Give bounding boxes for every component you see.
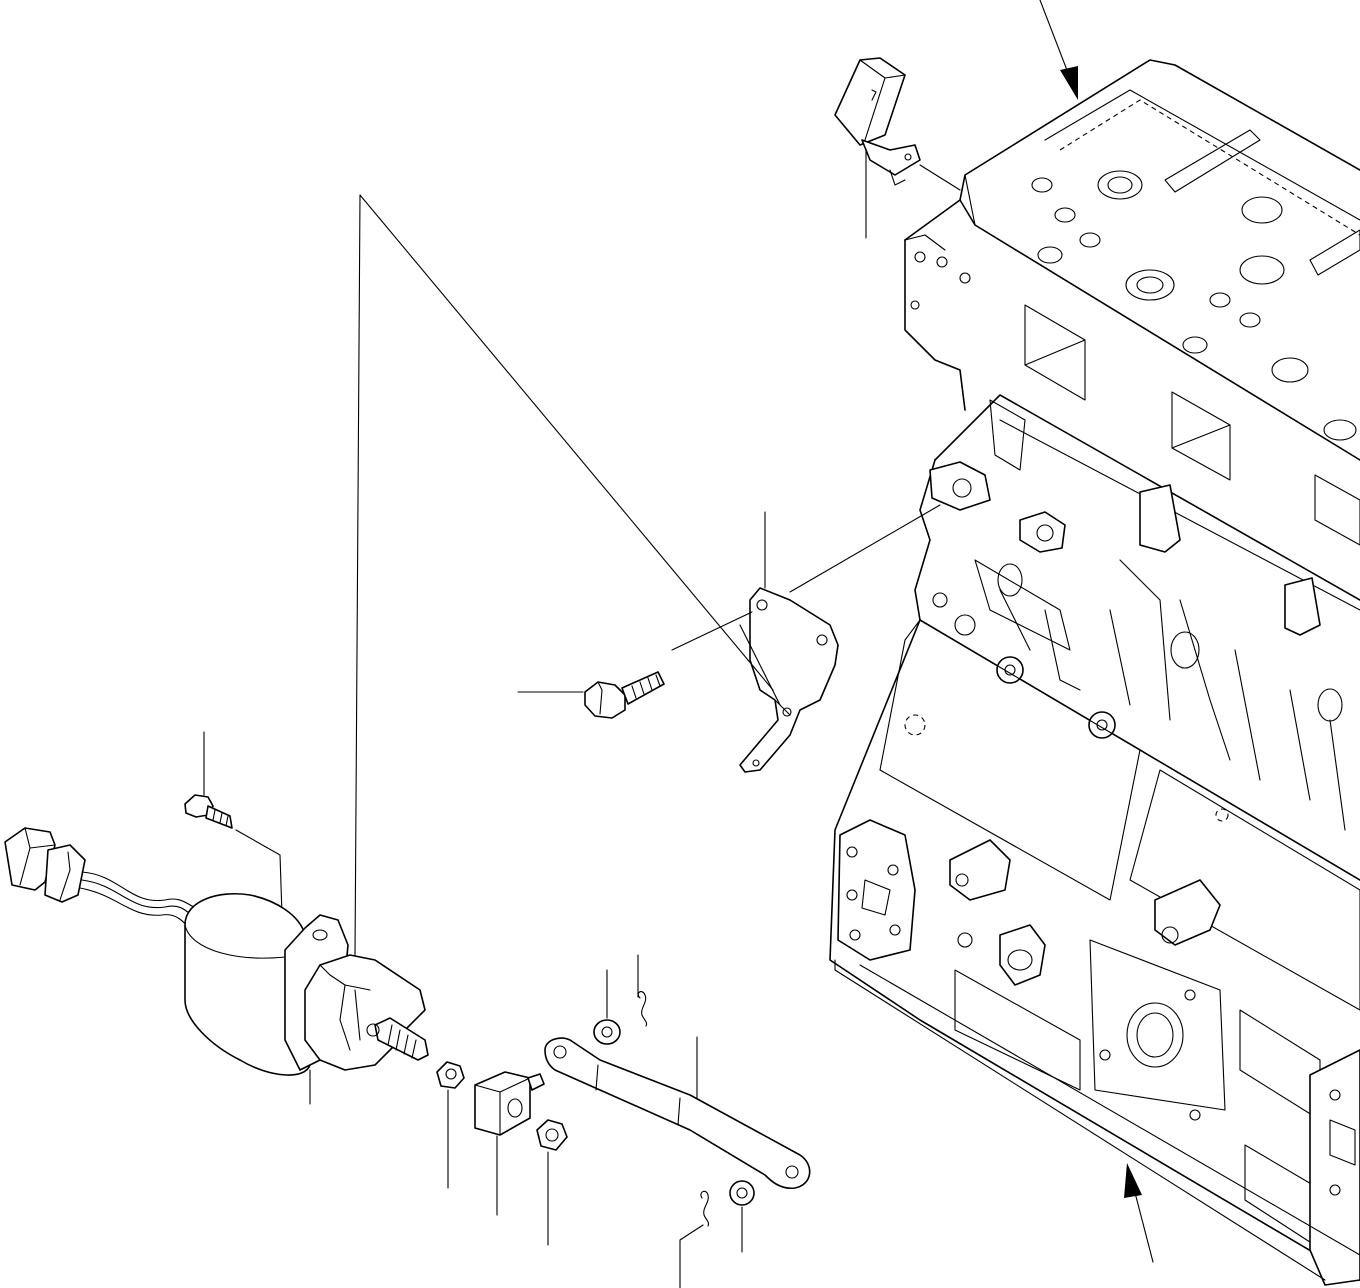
solenoid-bracket [739,587,839,773]
cylinder-block [829,394,1360,1286]
snap-pin-2-leader-line [679,1224,704,1288]
nut [536,1119,568,1151]
upper-direction-arrow [1039,0,1078,100]
solenoid-connector [4,827,86,903]
lower-direction-arrow [1124,1163,1154,1263]
snap-pin [637,991,648,1027]
sensor-axis-line [919,164,961,191]
engine-stop-solenoid [184,893,429,1076]
bolt-axis-line [671,611,753,651]
bracket-to-block-line [789,504,941,593]
mounting-bolt-axis-line [235,829,283,916]
link-block [474,1071,545,1136]
washer [729,1180,755,1206]
solenoid-link-lever [544,1037,811,1190]
sensor-switch [834,57,921,186]
cylinder-head [904,59,1360,546]
snap-pin [700,1190,710,1227]
washer [593,1019,621,1045]
bracket-bolt [584,671,665,719]
solenoid-mounting-bolt [184,794,233,829]
nut [436,1061,465,1089]
assembly-reference-lines [354,194,781,956]
head-gasket-line [999,419,1360,611]
